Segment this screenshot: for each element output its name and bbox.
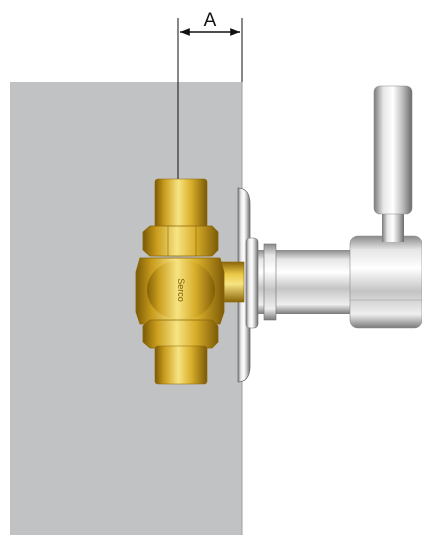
flange-ring (245, 237, 259, 329)
valve-top-nut (142, 225, 219, 257)
valve-marking: Serco (176, 278, 186, 302)
chrome-pipe (256, 243, 358, 321)
dimension-label: A (204, 10, 217, 31)
riser-tube (373, 85, 413, 215)
elbow-body (349, 235, 422, 329)
riser-neck (382, 212, 404, 242)
valve-bottom-nut (142, 319, 219, 349)
valve-body-bulge (147, 260, 215, 320)
pipe-collar (263, 243, 277, 321)
ball-valve: Serco (135, 178, 245, 385)
dimension-a: A (177, 10, 243, 182)
valve-top-pipe (154, 178, 208, 230)
chrome-fitting (349, 85, 422, 329)
valve-bottom-pipe (154, 345, 208, 385)
